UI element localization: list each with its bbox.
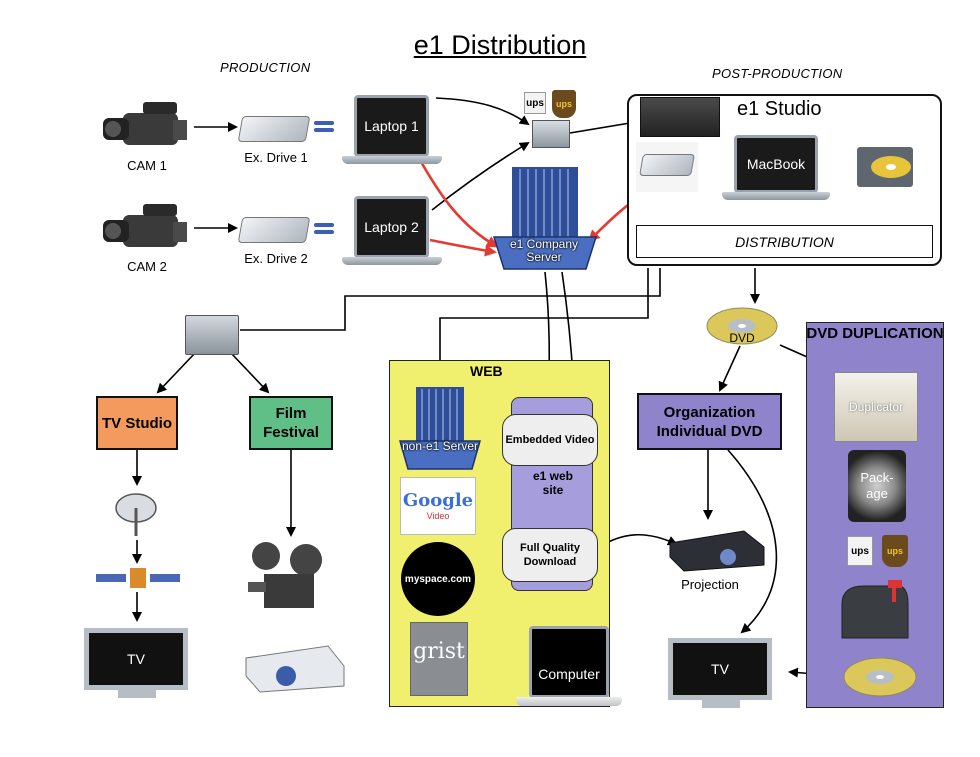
external-drive-icon: [639, 154, 695, 176]
ups-shield-icon: ups: [882, 535, 908, 567]
ex-drive-2-label: Ex. Drive 2: [244, 251, 308, 266]
video-deck-icon: [640, 97, 720, 137]
e1-studio-title: e1 Studio: [737, 98, 822, 120]
arrow-org-tv: [727, 449, 778, 634]
laptop-base: [342, 156, 442, 164]
arrow-tape-tvstudio: [156, 351, 197, 394]
dvd-spindle-package: Pack-age: [848, 450, 906, 522]
ups-stamp-icon: ups: [524, 92, 546, 114]
tv-screen: TV: [84, 628, 188, 690]
production-label: PRODUCTION: [220, 60, 311, 75]
dvd-duplication-title: DVD DUPLICATION: [806, 325, 944, 342]
line-studio-tape: [240, 268, 661, 331]
arrow-laptop2-ups: [431, 141, 530, 211]
dvd-disc-icon: [843, 657, 917, 697]
cam-1-label: CAM 1: [127, 158, 167, 173]
laptop-base: [516, 697, 622, 706]
google-logo-text: Google: [402, 490, 474, 511]
video-projector-icon: [245, 645, 345, 693]
e1-company-server-label: e1 Company Server: [509, 237, 579, 264]
tape-package-icon: [532, 120, 570, 148]
page-title: e1 Distribution: [413, 30, 587, 60]
computer-label: Computer: [538, 666, 600, 682]
connector-icon: [314, 121, 334, 125]
tape-cassette-icon: [185, 315, 239, 355]
google-video-logo: Google Video: [400, 477, 476, 535]
ups-shield-icon: ups: [552, 90, 576, 118]
camcorder-icon: [103, 204, 187, 247]
external-drive-icon: [237, 217, 311, 243]
google-logo-sub: Video: [426, 511, 450, 521]
laptop-base: [722, 192, 830, 200]
arrow-laptop1-ups: [435, 97, 530, 126]
duplicator-machine: Duplicator: [834, 372, 918, 442]
duplicator-label: Duplicator: [848, 400, 904, 414]
video-projector-icon: [669, 530, 765, 572]
laptop-1-label: Laptop 1: [364, 118, 419, 134]
dvd-burner-icon: [857, 147, 913, 187]
external-drive-icon: [237, 116, 311, 142]
tv-stand: [118, 690, 156, 698]
camcorder-icon: [103, 102, 187, 145]
organization-dvd-box: Organization Individual DVD: [637, 393, 782, 450]
dvd-label: DVD: [729, 331, 755, 345]
web-title: WEB: [470, 363, 503, 379]
arrow-dvd-org: [718, 345, 741, 392]
projection-label: Projection: [681, 577, 739, 592]
arrow-ups-studio: [569, 118, 638, 134]
dvd-disc-icon: [706, 307, 778, 345]
satellite-dish-icon: [115, 493, 157, 536]
connector-icon: [314, 128, 334, 132]
laptop-2-label: Laptop 2: [364, 219, 419, 235]
tv-stand: [702, 700, 740, 708]
distribution-bar: DISTRIBUTION: [636, 225, 933, 258]
studio-drive-area: [636, 142, 698, 192]
grist-logo-text: grist: [413, 639, 465, 664]
connector-icon: [314, 223, 334, 227]
server-tower-icon: [492, 167, 598, 270]
arrow-tape-filmfest: [229, 351, 270, 394]
non-e1-server-label: non-e1 Server: [401, 439, 479, 453]
red-laptop2-server: [429, 238, 497, 257]
macbook-label: MacBook: [746, 156, 806, 172]
laptop-base: [342, 257, 442, 265]
computer: Computer: [529, 626, 609, 698]
package-label: Pack-age: [860, 470, 894, 501]
server-tower-icon: [399, 387, 481, 470]
tv-label: TV: [127, 651, 145, 667]
myspace-logo-text: myspace.com: [404, 573, 472, 585]
tv-studio-box: TV Studio: [96, 396, 178, 450]
laptop-1: Laptop 1: [354, 95, 429, 157]
cam-2-label: CAM 2: [127, 259, 167, 274]
red-laptop1-server: [418, 159, 499, 248]
connector-icon: [314, 230, 334, 234]
line-studio-web: [435, 268, 649, 390]
satellite-icon: [96, 568, 180, 588]
tv-screen: TV: [668, 638, 772, 700]
embedded-video-pill: Embedded Video: [502, 414, 598, 466]
myspace-logo: myspace.com: [401, 542, 475, 616]
e1-web-site-label: e1 web site: [532, 469, 574, 497]
laptop-2: Laptop 2: [354, 196, 429, 258]
tv-label: TV: [711, 661, 729, 677]
grist-logo: grist: [410, 622, 468, 696]
mailbox-icon: [841, 580, 909, 639]
ex-drive-1-label: Ex. Drive 1: [244, 150, 308, 165]
macbook: MacBook: [734, 135, 818, 193]
post-production-label: POST-PRODUCTION: [712, 66, 843, 81]
film-projector-icon: [248, 542, 322, 608]
ups-stamp-icon: ups: [847, 536, 873, 566]
full-quality-download-pill: Full Quality Download: [502, 528, 598, 582]
film-festival-box: Film Festival: [249, 396, 333, 450]
